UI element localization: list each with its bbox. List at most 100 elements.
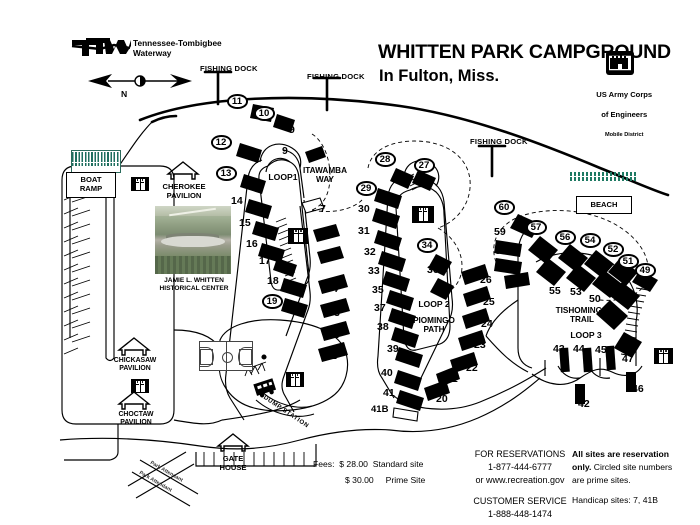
site-number-37: 37 [374, 302, 386, 314]
beach-label: BEACH [576, 196, 632, 214]
site-number-48: 48 [609, 310, 621, 322]
site-number-45: 45 [595, 344, 607, 356]
site-number-9: 9 [282, 145, 288, 157]
site-number-13: 13 [215, 166, 237, 181]
site-number-49: 49 [634, 263, 656, 278]
site-number-51: 51 [617, 254, 639, 269]
choctaw-pavilion-icon [117, 390, 151, 410]
reservation-note-line2: only. Circled site numbers [572, 462, 673, 472]
site-number-41B: 41B [371, 404, 389, 415]
restroom-icon-picnic [286, 372, 304, 387]
site-number-6: 6 [325, 230, 331, 242]
site-number-32: 32 [364, 246, 376, 258]
site-number-46: 46 [632, 383, 644, 395]
site-number-21: 21 [446, 373, 458, 385]
reservations-website[interactable]: or www.recreation.gov [475, 475, 565, 485]
site-number-16: 16 [246, 238, 258, 250]
site-number-19: 19 [261, 294, 283, 309]
restroom-icon-loop3 [654, 348, 673, 364]
usace-label: US Army Corps of Engineers Mobile Distri… [596, 89, 653, 139]
boat-ramp-water-icon [71, 150, 121, 173]
site-number-17: 17 [259, 255, 271, 267]
site-number-42: 42 [578, 398, 590, 410]
dump-station-icon [253, 378, 277, 398]
site-number-59: 59 [494, 226, 506, 238]
loop1-label: LOOP1 [268, 172, 298, 182]
site-number-5: 5 [330, 251, 336, 263]
site-number-55: 55 [549, 285, 561, 297]
site-number-44: 44 [573, 343, 585, 355]
fishing-dock-label-3: FISHING DOCK [470, 137, 528, 146]
handicap-sites-note: Handicap sites: 7, 41B [572, 495, 658, 505]
site-number-4: 4 [332, 283, 338, 295]
ttw-logo-icon [70, 36, 132, 58]
site-number-15: 15 [239, 217, 251, 229]
site-number-38: 38 [377, 321, 389, 333]
site-number-28: 28 [374, 152, 396, 167]
gate-house-icon [216, 432, 250, 452]
site-number-26: 26 [480, 274, 492, 286]
compass-rose-icon [86, 70, 194, 92]
site-number-60: 60 [493, 200, 515, 215]
site-number-57: 57 [525, 220, 547, 235]
site-number-35: 35 [372, 284, 384, 296]
beach-water-icon [570, 172, 636, 186]
restroom-icon-loop1 [289, 228, 308, 243]
page-subtitle: In Fulton, Miss. [379, 67, 500, 85]
basketball-court-icon [199, 341, 253, 371]
site-number-25: 25 [483, 296, 495, 308]
site-number-33: 33 [368, 265, 380, 277]
site-number-23: 23 [474, 339, 486, 351]
site-number-50: 50 [589, 293, 601, 305]
site-number-40: 40 [381, 367, 393, 379]
compass-north-label: N [121, 89, 128, 99]
site-number-14: 14 [231, 195, 243, 207]
fishing-dock-label-2: FISHING DOCK [307, 72, 365, 81]
site-number-27: 27 [413, 158, 435, 173]
site-number-47: 47 [622, 353, 634, 365]
customer-service-phone: 1-888-448-1474 [487, 509, 553, 519]
site-number-31: 31 [358, 225, 370, 237]
reservation-note-line3: are prime sites. [572, 475, 631, 485]
site-number-10: 10 [253, 106, 275, 121]
site-number-58: 58 [495, 245, 507, 257]
historical-center-photo [155, 206, 231, 274]
site-number-20: 20 [436, 393, 448, 405]
loop2-label: LOOP 2 [418, 299, 450, 309]
site-number-34: 34 [416, 238, 438, 253]
reservations-title: FOR RESERVATIONS [474, 449, 566, 459]
site-number-61: 61 [505, 261, 517, 273]
site-number-3: 3 [334, 307, 340, 319]
usace-castle-icon [605, 50, 635, 76]
reservation-note-line1: All sites are reservation [572, 449, 669, 459]
customer-service-title: CUSTOMER SERVICE [473, 496, 567, 506]
restroom-icon-1 [131, 177, 149, 191]
site-number-24: 24 [481, 318, 493, 330]
fees-line-1: Fees: $ 28.00 Standard site [313, 459, 424, 469]
cherokee-pavilion-icon [166, 160, 200, 180]
site-number-41: 41 [383, 387, 395, 399]
site-number-2: 2 [333, 329, 339, 341]
site-number-22: 22 [466, 362, 478, 374]
site-number-30: 30 [358, 203, 370, 215]
site-number-9: 9 [289, 124, 295, 136]
site-number-1: 1 [331, 350, 337, 362]
site-number-36: 36 [427, 264, 439, 276]
site-number-7: 7 [320, 203, 326, 215]
chickasaw-pavilion-icon [117, 336, 151, 356]
loop3-label: LOOP 3 [570, 330, 602, 340]
page-title: WHITTEN PARK CAMPGROUND [378, 41, 671, 63]
site-number-12: 12 [210, 135, 232, 150]
